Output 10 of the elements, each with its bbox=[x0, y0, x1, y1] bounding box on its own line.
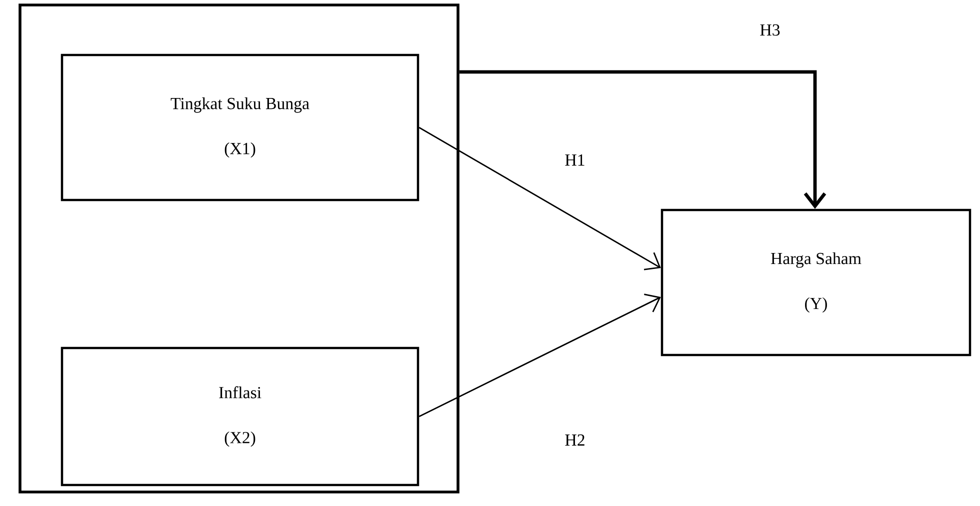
variable-box: Harga Saham (Y) bbox=[660, 208, 972, 356]
variable-box: Tingkat Suku Bunga (X1) bbox=[60, 54, 420, 202]
edge-label: H1 bbox=[563, 153, 587, 167]
edge-label: H3 bbox=[758, 22, 782, 38]
arrow bbox=[459, 70, 826, 209]
arrow bbox=[418, 126, 661, 270]
edge-label: H2 bbox=[563, 433, 587, 447]
variable-box: Inflasi (X2) bbox=[60, 346, 420, 486]
arrow bbox=[418, 294, 661, 418]
group-box bbox=[18, 4, 460, 494]
